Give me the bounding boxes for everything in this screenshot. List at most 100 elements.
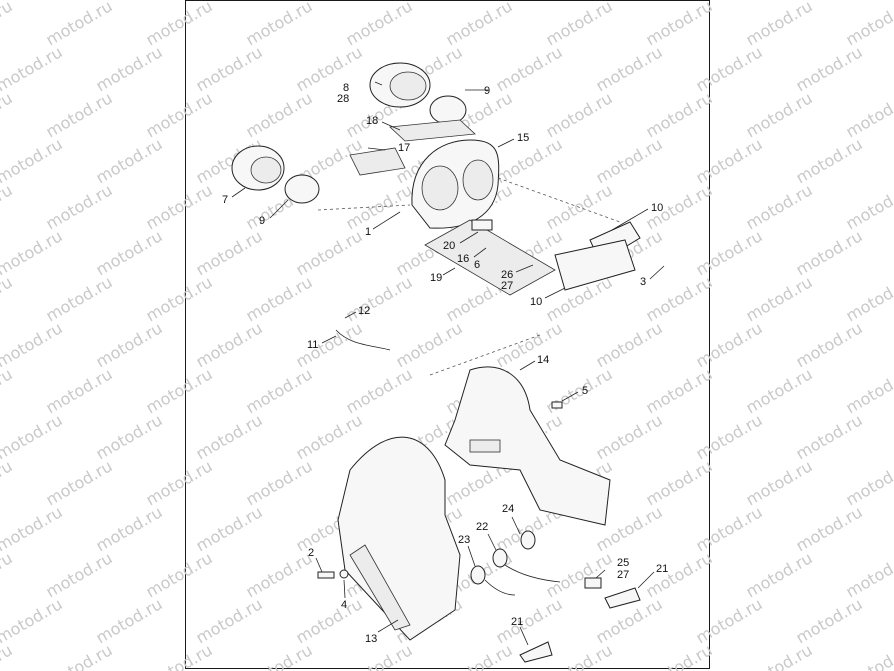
watermark-text: motod.ru <box>693 502 766 555</box>
instrument-shell <box>411 139 500 229</box>
switch-bracket-right <box>604 587 641 609</box>
callout-18: 18 <box>366 115 378 127</box>
watermark-text: motod.ru <box>493 318 566 371</box>
watermark-text: motod.ru <box>793 318 866 371</box>
callout-22: 22 <box>476 521 488 533</box>
watermark-text: motod.ru <box>843 364 894 417</box>
watermark-text: motod.ru <box>743 0 816 49</box>
watermark-text: motod.ru <box>93 502 166 555</box>
gauge-housing-upper <box>369 62 431 108</box>
watermark-text: motod.ru <box>743 548 816 601</box>
upper-fairing <box>444 366 611 526</box>
watermark-text: motod.ru <box>543 640 616 671</box>
watermark-text: motod.ru <box>793 226 866 279</box>
watermark-text: motod.ru <box>0 502 66 555</box>
watermark-text: motod.ru <box>643 88 716 141</box>
watermark-text: motod.ru <box>743 272 816 325</box>
watermark-text: motod.ru <box>743 88 816 141</box>
callout-17: 17 <box>398 142 410 154</box>
watermark-text: motod.ru <box>793 134 866 187</box>
watermark-text: motod.ru <box>0 42 66 95</box>
watermark-text: motod.ru <box>843 272 894 325</box>
switch-set <box>470 530 561 596</box>
watermark-text: motod.ru <box>93 410 166 463</box>
bezel-ring-left <box>284 174 320 204</box>
connector-block <box>471 219 493 231</box>
watermark-text: motod.ru <box>593 318 666 371</box>
watermark-text: motod.ru <box>43 0 116 49</box>
watermark-text: motod.ru <box>0 640 16 671</box>
watermark-text: motod.ru <box>343 640 416 671</box>
alignment-line <box>429 334 541 376</box>
watermark-text: motod.ru <box>43 364 116 417</box>
watermark-text: motod.ru <box>0 548 16 601</box>
callout-15: 15 <box>517 132 529 144</box>
watermark-text: motod.ru <box>243 456 316 509</box>
watermark-text: motod.ru <box>43 180 116 233</box>
watermark-text: motod.ru <box>93 318 166 371</box>
callout-19: 19 <box>430 272 442 284</box>
watermark-text: motod.ru <box>143 88 216 141</box>
watermark-text: motod.ru <box>193 502 266 555</box>
watermark-text: motod.ru <box>243 364 316 417</box>
watermark-text: motod.ru <box>293 318 366 371</box>
watermark-text: motod.ru <box>793 410 866 463</box>
watermark-text: motod.ru <box>0 364 16 417</box>
callout-9-left: 9 <box>259 215 265 227</box>
watermark-text: motod.ru <box>293 226 366 279</box>
callout-26: 26 <box>501 269 513 281</box>
harness-connector <box>584 577 602 589</box>
mounting-bracket-lower <box>554 239 636 291</box>
alignment-line <box>497 177 621 223</box>
watermark-text: motod.ru <box>43 88 116 141</box>
clip <box>551 401 563 409</box>
watermark-text: motod.ru <box>143 0 216 49</box>
watermark-text: motod.ru <box>593 410 666 463</box>
callout-14: 14 <box>537 354 549 366</box>
watermark-text: motod.ru <box>43 548 116 601</box>
watermark-text: motod.ru <box>343 0 416 49</box>
watermark-text: motod.ru <box>593 134 666 187</box>
watermark-text: motod.ru <box>643 456 716 509</box>
watermark-text: motod.ru <box>0 272 16 325</box>
watermark-text: motod.ru <box>0 456 16 509</box>
watermark-text: motod.ru <box>143 272 216 325</box>
watermark-text: motod.ru <box>693 594 766 647</box>
watermark-text: motod.ru <box>143 640 216 671</box>
watermark-text: motod.ru <box>193 594 266 647</box>
gauge-housing-left <box>231 145 285 191</box>
lower-fairing <box>337 436 461 641</box>
watermark-text: motod.ru <box>743 180 816 233</box>
watermark-text: motod.ru <box>643 364 716 417</box>
watermark-text: motod.ru <box>693 318 766 371</box>
watermark-text: motod.ru <box>743 364 816 417</box>
watermark-text: motod.ru <box>393 318 466 371</box>
watermark-text: motod.ru <box>293 42 366 95</box>
watermark-text: motod.ru <box>293 594 366 647</box>
watermark-text: motod.ru <box>193 42 266 95</box>
callout-13: 13 <box>365 633 377 645</box>
watermark-text: motod.ru <box>693 134 766 187</box>
watermark-text: motod.ru <box>143 456 216 509</box>
watermark-text: motod.ru <box>643 0 716 49</box>
watermark-text: motod.ru <box>0 594 66 647</box>
watermark-text: motod.ru <box>243 640 316 671</box>
watermark-text: motod.ru <box>0 88 16 141</box>
watermark-text: motod.ru <box>93 594 166 647</box>
bolt <box>317 571 335 579</box>
gasket-plate <box>389 119 476 142</box>
watermark-text: motod.ru <box>843 640 894 671</box>
callout-11: 11 <box>307 339 318 351</box>
callout-27-upper: 27 <box>501 280 513 292</box>
watermark-text: motod.ru <box>193 318 266 371</box>
watermark-text: motod.ru <box>793 594 866 647</box>
callout-21-lower: 21 <box>511 616 523 628</box>
watermark-text: motod.ru <box>243 88 316 141</box>
watermark-text: motod.ru <box>193 226 266 279</box>
watermark-text: motod.ru <box>643 272 716 325</box>
watermark-text: motod.ru <box>243 272 316 325</box>
callout-4: 4 <box>341 599 347 611</box>
watermark-text: motod.ru <box>243 548 316 601</box>
